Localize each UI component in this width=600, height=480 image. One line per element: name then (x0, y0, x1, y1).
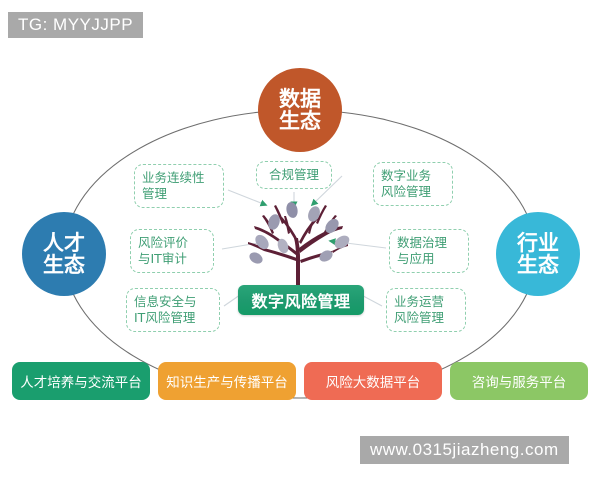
topic-info-security-line2: IT风险管理 (134, 310, 196, 325)
ecology-node-industry[interactable]: 行业 生态 (496, 212, 580, 296)
topic-business-operation[interactable]: 业务运营 风险管理 (386, 288, 466, 332)
ecology-node-data-line1: 数据 (279, 86, 321, 111)
ecology-node-data-line2: 生态 (279, 109, 321, 133)
topic-digital-business-risk-line1: 数字业务 (381, 168, 432, 184)
topic-info-security-line1: 信息安全与 (134, 294, 197, 310)
core-label: 数字风险管理 (238, 285, 364, 315)
topic-risk-audit-line1: 风险评价 (138, 235, 189, 251)
ecology-node-talent-line2: 生态 (43, 253, 85, 277)
topic-digital-business-risk[interactable]: 数字业务 风险管理 (373, 162, 453, 206)
topic-info-security[interactable]: 信息安全与 IT风险管理 (126, 288, 220, 332)
ecology-node-industry-line2: 生态 (517, 253, 559, 277)
ecology-node-data[interactable]: 数据 生态 (258, 68, 342, 152)
topic-compliance[interactable]: 合规管理 (256, 161, 332, 189)
topic-compliance-line1: 合规管理 (268, 167, 319, 183)
topic-risk-audit-line2: 与IT审计 (138, 251, 187, 266)
ecology-node-talent-line1: 人才 (43, 230, 85, 255)
ecology-node-talent[interactable]: 人才 生态 (22, 212, 106, 296)
topic-business-continuity[interactable]: 业务连续性 管理 (134, 164, 224, 208)
topic-business-continuity-line1: 业务连续性 (142, 170, 205, 186)
tree-illustration (248, 202, 350, 311)
watermark-top: TG: MYYJJPP (8, 12, 144, 38)
topic-risk-audit[interactable]: 风险评价 与IT审计 (130, 229, 214, 273)
platform-bar-bigdata[interactable]: 风险大数据平台 (304, 362, 442, 400)
topic-data-governance-line2: 与应用 (397, 251, 435, 266)
topic-data-governance-line1: 数据治理 (397, 235, 448, 251)
platform-bar-talent[interactable]: 人才培养与交流平台 (12, 362, 150, 400)
topic-data-governance[interactable]: 数据治理 与应用 (389, 229, 469, 273)
topic-business-operation-line2: 风险管理 (394, 310, 445, 325)
topic-digital-business-risk-line2: 风险管理 (381, 184, 432, 199)
platform-bar-knowledge[interactable]: 知识生产与传播平台 (158, 362, 296, 400)
topic-business-continuity-line2: 管理 (142, 186, 168, 201)
ecology-node-industry-line1: 行业 (517, 230, 559, 255)
platform-bar-consulting[interactable]: 咨询与服务平台 (450, 362, 588, 400)
topic-business-operation-line1: 业务运营 (394, 294, 445, 310)
platform-bar-group: 人才培养与交流平台 知识生产与传播平台 风险大数据平台 咨询与服务平台 (12, 362, 588, 400)
watermark-bottom: www.0315jiazheng.com (360, 436, 569, 464)
